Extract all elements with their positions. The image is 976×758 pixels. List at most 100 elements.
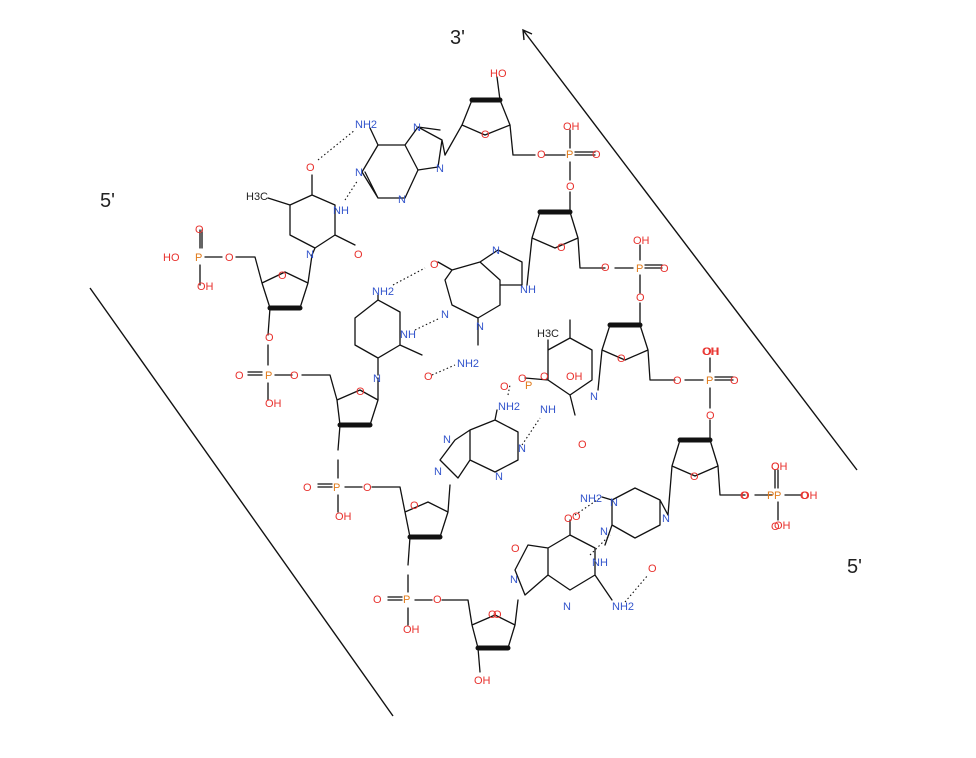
hbond-g1 <box>392 267 426 286</box>
atom-label: OH <box>335 511 352 523</box>
atom-label: O <box>356 386 365 398</box>
hbond-t2 <box>521 417 541 446</box>
atom-label: O <box>195 224 204 236</box>
atom-label: P <box>333 482 340 494</box>
atom-label: O <box>500 381 509 393</box>
atom-label: OH <box>566 371 583 383</box>
atom-label: O <box>424 371 433 383</box>
atom-label: O <box>540 371 549 383</box>
atom-label: P <box>566 149 573 161</box>
atom-label: H3C <box>537 328 559 340</box>
atom-label: NH2 <box>355 119 377 131</box>
left-strand-line <box>89 287 394 717</box>
atom-label: NH2 <box>457 358 479 370</box>
atom-label: N <box>662 513 670 525</box>
atom-label: P <box>774 490 781 502</box>
hbond-a1 <box>317 129 356 161</box>
atom-label: OH <box>703 346 720 358</box>
atom-label: O <box>373 594 382 606</box>
atom-label: N <box>306 249 314 261</box>
atom-label: O <box>433 594 442 606</box>
atom-label: O <box>564 513 573 525</box>
atom-label: OH <box>801 490 818 502</box>
atom-label: O <box>673 375 682 387</box>
atom-label: NH <box>520 284 536 296</box>
atom-label: N <box>476 321 484 333</box>
atom-label: N <box>600 526 608 538</box>
atom-label: N <box>436 163 444 175</box>
atom-label: N <box>441 309 449 321</box>
atom-label: NH <box>333 205 349 217</box>
label-5prime-left: 5' <box>100 190 115 212</box>
atom-label: N <box>510 574 518 586</box>
label-5prime-right: 5' <box>847 556 862 578</box>
atom-label: P <box>706 375 713 387</box>
atom-label: O <box>493 609 502 621</box>
atom-label: NH2 <box>498 401 520 413</box>
atom-label: O <box>290 370 299 382</box>
atom-label: O <box>578 439 587 451</box>
atom-label: O <box>648 563 657 575</box>
atom-label: N <box>590 391 598 403</box>
atom-label: O <box>566 181 575 193</box>
atom-label: O <box>518 373 527 385</box>
atom-label: O <box>706 410 715 422</box>
atom-label: NH2 <box>372 286 394 298</box>
atom-label: NH2 <box>612 601 634 613</box>
atom-label: O <box>410 500 419 512</box>
strand-direction-lines <box>89 28 858 717</box>
atom-label: OH <box>774 520 791 532</box>
atom-label: OH <box>633 235 650 247</box>
hbond-t1 <box>507 384 511 396</box>
right-strand-arrow-line <box>522 29 858 471</box>
atom-label: N <box>610 497 618 509</box>
atom-label: O <box>265 332 274 344</box>
atom-label: O <box>481 129 490 141</box>
atom-label: O <box>740 490 749 502</box>
atom-label: NH2 <box>580 493 602 505</box>
covalent-bonds <box>199 76 803 673</box>
atom-label: O <box>537 149 546 161</box>
atom-label: O <box>771 461 780 473</box>
hbond-a2 <box>344 179 359 201</box>
atom-label: O <box>430 259 439 271</box>
atom-label: O <box>363 482 372 494</box>
atom-label: NH <box>540 404 556 416</box>
atom-label: O <box>488 609 497 621</box>
atom-label: OH <box>265 398 282 410</box>
atom-label: P <box>767 490 774 502</box>
atom-label: N <box>443 434 451 446</box>
hydrogen-bonds <box>317 129 649 603</box>
label-3prime-top: 3' <box>450 27 465 49</box>
atom-label: O <box>660 263 669 275</box>
atom-label: N <box>563 601 571 613</box>
atom-label: O <box>601 262 610 274</box>
atom-label: NH <box>592 557 608 569</box>
atom-label: H3C <box>246 191 268 203</box>
atom-label: N <box>373 373 381 385</box>
atom-label: P <box>525 380 532 392</box>
atom-label: OH <box>474 675 491 687</box>
atom-label: O <box>771 521 780 533</box>
atom-label: P <box>195 252 202 264</box>
atom-label: OH <box>563 121 580 133</box>
atom-label: O <box>354 249 363 261</box>
atom-label: N <box>518 443 526 455</box>
atom-label: P <box>403 594 410 606</box>
atom-label: O <box>306 162 315 174</box>
atom-label: N <box>495 471 503 483</box>
hbond-g2 <box>414 317 441 331</box>
atom-label: OH <box>702 346 719 358</box>
atom-label: O <box>690 471 699 483</box>
atom-label: HO <box>490 68 507 80</box>
atom-label: NH <box>400 329 416 341</box>
atom-label: N <box>413 122 421 134</box>
atom-label: O <box>800 490 809 502</box>
atom-label: OH <box>771 461 788 473</box>
atom-label: P <box>265 370 272 382</box>
atom-label: O <box>592 149 601 161</box>
atom-label: O <box>303 482 312 494</box>
hbond-g3 <box>431 364 456 376</box>
